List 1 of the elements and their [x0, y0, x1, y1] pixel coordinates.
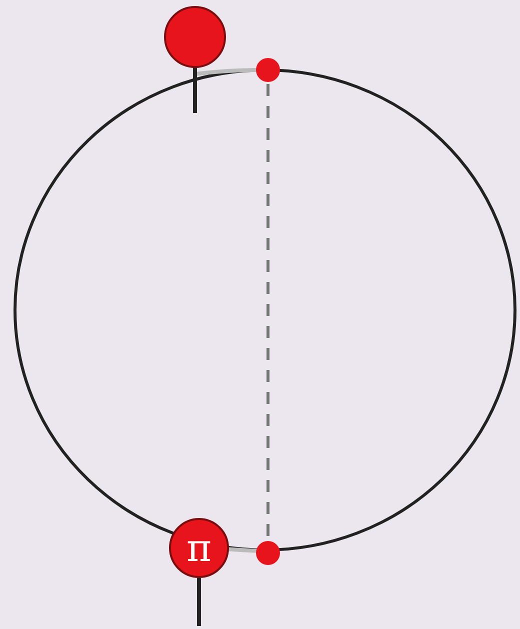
pi-symbol-circle: π: [169, 518, 229, 578]
